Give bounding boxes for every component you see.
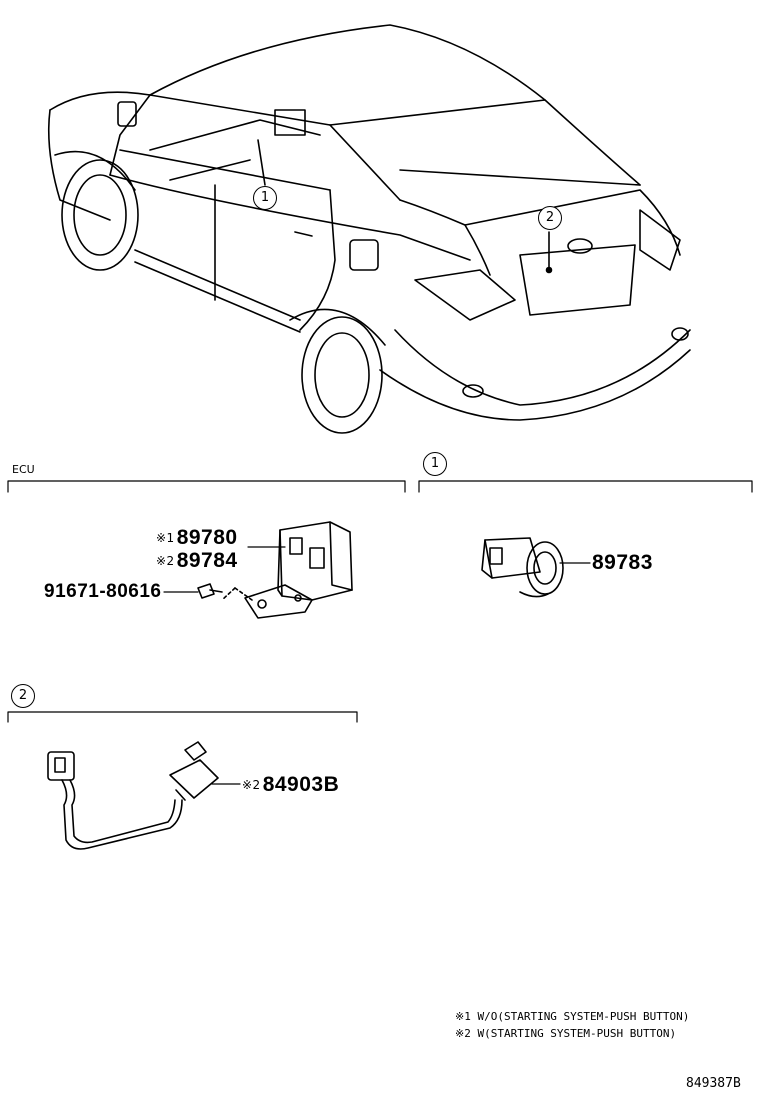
- sensor-drawing: [481, 537, 564, 598]
- part-89780[interactable]: ※189780: [156, 526, 238, 550]
- section-label-1: 1: [423, 452, 447, 476]
- illustration-reference: 849387B: [686, 1076, 741, 1091]
- note-2: ※2 W(STARTING SYSTEM-PUSH BUTTON): [455, 1027, 677, 1040]
- part-89784[interactable]: ※289784: [156, 549, 238, 573]
- bolt-drawing: [197, 583, 223, 599]
- note-mark: ※2: [242, 778, 261, 792]
- part-number: 89784: [176, 549, 238, 572]
- part-number: 89783: [592, 551, 653, 574]
- car-illustration: [47, 24, 691, 434]
- harness-drawing: [47, 741, 219, 850]
- ecu-leaders: [163, 546, 286, 593]
- section-brackets: [7, 480, 753, 723]
- callout-1: 1: [253, 186, 277, 210]
- part-number: 91671-80616: [44, 581, 162, 602]
- notes: ※1 W/O(STARTING SYSTEM-PUSH BUTTON) ※2 W…: [455, 1008, 689, 1042]
- part-number: 84903B: [262, 773, 340, 796]
- callout-2: 2: [538, 206, 562, 230]
- note-mark: ※2: [156, 554, 175, 568]
- note-mark: ※1: [156, 531, 175, 545]
- part-84903b[interactable]: ※284903B: [242, 773, 339, 797]
- ecu-unit-drawing: [221, 521, 353, 619]
- part-91671-80616[interactable]: 91671-80616: [44, 581, 162, 603]
- section-title-ecu: ECU: [12, 463, 35, 476]
- part-number: 89780: [176, 526, 238, 549]
- note-1: ※1 W/O(STARTING SYSTEM-PUSH BUTTON): [455, 1010, 690, 1023]
- section-label-2: 2: [11, 684, 35, 708]
- part-89783[interactable]: 89783: [592, 551, 653, 575]
